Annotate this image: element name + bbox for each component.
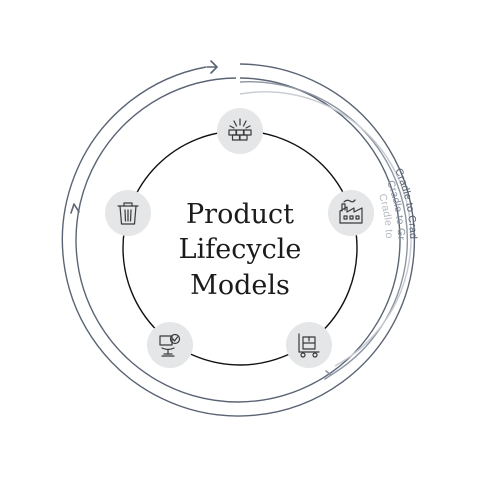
cradle-to-cradle-left-arrow xyxy=(70,203,80,214)
title-line-2: Lifecycle xyxy=(179,234,302,265)
office-use-icon xyxy=(159,333,181,357)
distribution-cart-icon xyxy=(298,333,320,358)
stage-disposal xyxy=(105,190,151,236)
stage-manufacturing xyxy=(328,190,374,236)
stage-use xyxy=(147,322,193,368)
trash-can-icon xyxy=(117,202,139,225)
stage-distribution xyxy=(286,322,332,368)
raw-materials-icon xyxy=(228,118,252,141)
title-line-1: Product xyxy=(186,199,294,230)
cradle-to-grave-arrow xyxy=(324,370,332,380)
cradle-to-gate-arc xyxy=(239,91,412,367)
title-line-3: Models xyxy=(190,270,290,301)
diagram-title: Product Lifecycle Models xyxy=(179,199,302,301)
cradle-to-cradle-outer-loop xyxy=(61,63,416,417)
cradle-to-cradle-arc xyxy=(75,77,401,403)
cradle-to-grave-arc xyxy=(239,81,409,376)
factory-icon xyxy=(339,199,363,224)
stage-raw-materials xyxy=(217,108,263,154)
cradle-to-cradle-top-arrow xyxy=(206,60,218,74)
